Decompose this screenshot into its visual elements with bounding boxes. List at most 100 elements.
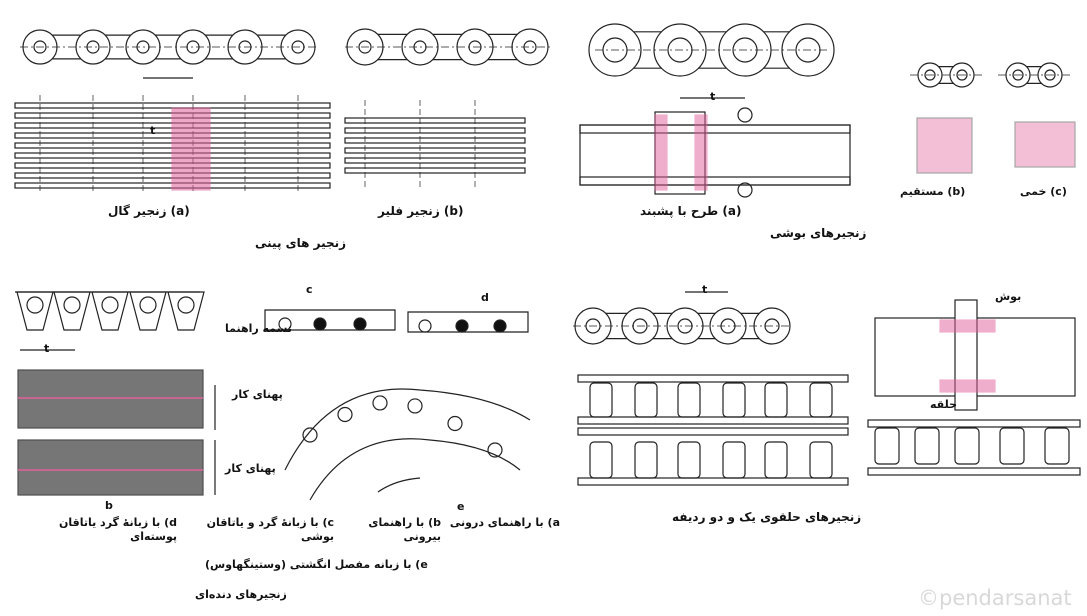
gall-chain-label: (a) زنجیر گال bbox=[108, 204, 190, 218]
side-plate bbox=[344, 147, 526, 154]
pin-circle bbox=[1012, 69, 1024, 81]
pitch-label: t bbox=[150, 124, 156, 137]
working-width-label: پهنای کار bbox=[232, 388, 283, 401]
inverted-tooth-detail-drawing bbox=[264, 309, 531, 501]
side-plate bbox=[579, 124, 851, 134]
straight-link-side bbox=[916, 117, 973, 174]
side-plate bbox=[579, 176, 851, 186]
straight-link-label: (b) مستقیم bbox=[900, 185, 966, 198]
working-width-label: پهنای کار bbox=[225, 462, 276, 475]
chain-width-block bbox=[17, 439, 204, 496]
roller bbox=[634, 441, 658, 479]
roller bbox=[999, 427, 1025, 465]
sprocket-pin bbox=[302, 427, 318, 443]
sprocket-pin bbox=[447, 415, 463, 432]
fleyer-chain-drawing bbox=[344, 28, 550, 190]
fleyer-chain-label: (b) زنجیر فلیر bbox=[378, 204, 464, 218]
bush-label: بوش bbox=[995, 290, 1022, 303]
pin-circle bbox=[1044, 69, 1056, 81]
pin-circle bbox=[139, 296, 157, 314]
sprocket-pin bbox=[487, 442, 503, 458]
rotation-arrow bbox=[377, 477, 421, 493]
tooth-plate bbox=[16, 291, 54, 331]
pin-head bbox=[737, 107, 753, 123]
bush-ring-chain-drawing bbox=[867, 299, 1081, 476]
roller bbox=[634, 382, 658, 418]
sprocket-arc bbox=[284, 388, 531, 471]
guide-strip-label: تسمه راهنما bbox=[225, 322, 292, 335]
side-plate bbox=[577, 416, 849, 425]
pin-circle bbox=[33, 40, 47, 54]
caption-e: e) با زبانه مفصل انگشتی (وستینگهاوس) bbox=[205, 558, 428, 571]
sprocket-pin bbox=[372, 395, 388, 411]
caption-a: a) با راهنمای درونی bbox=[449, 516, 560, 529]
pin-circle bbox=[358, 40, 372, 54]
tooth-plate bbox=[167, 291, 205, 331]
pin-circle bbox=[63, 296, 81, 314]
pin-circle bbox=[26, 296, 44, 314]
side-plate bbox=[577, 477, 849, 486]
tooth-strip bbox=[407, 311, 529, 333]
pitch-label: t bbox=[710, 90, 716, 103]
bush-pin bbox=[954, 299, 978, 411]
pitch-label: t bbox=[702, 283, 708, 296]
letter-e: e bbox=[457, 500, 465, 513]
tooth-plate bbox=[129, 291, 167, 331]
bushing-chains-title: زنجیرهای بوشی bbox=[770, 226, 867, 240]
roller bbox=[589, 382, 613, 418]
roller bbox=[954, 427, 980, 465]
roller bbox=[1044, 427, 1070, 465]
roller bbox=[809, 441, 833, 479]
offset-link-side bbox=[1014, 121, 1076, 168]
roller-chain-drawing bbox=[573, 291, 849, 486]
highlighted-bushing bbox=[654, 114, 668, 191]
pin-circle bbox=[177, 296, 195, 314]
side-plate bbox=[344, 127, 526, 134]
roller bbox=[764, 441, 788, 479]
chain-width-block bbox=[17, 369, 204, 429]
caption-c: c) با زبانهٔ گرد و یاتاقان بوشی bbox=[206, 516, 334, 543]
roller bbox=[914, 427, 940, 465]
pin-circle bbox=[455, 319, 469, 333]
watermark: ©pendarsanat bbox=[918, 586, 1072, 610]
tooth-plate bbox=[91, 291, 129, 331]
side-plate bbox=[577, 374, 849, 383]
pin-circle bbox=[493, 319, 507, 333]
highlighted-pin-section bbox=[171, 107, 211, 191]
pin-circle bbox=[956, 69, 968, 81]
bushing-chain-drawing bbox=[579, 23, 851, 198]
pin-circle bbox=[101, 296, 119, 314]
roller bbox=[589, 441, 613, 479]
roller bbox=[874, 427, 900, 465]
gall-chain-drawing bbox=[14, 29, 331, 192]
pin-head bbox=[737, 182, 753, 198]
silent-chain-drawing bbox=[15, 291, 216, 496]
offset-link-label: (c) خمی bbox=[1020, 185, 1067, 198]
side-plate bbox=[344, 137, 526, 144]
side-plate bbox=[577, 427, 849, 436]
letter-b: b bbox=[105, 499, 113, 512]
sprocket-pin bbox=[407, 398, 423, 414]
pin-chains-title: زنجیر های پینی bbox=[255, 236, 347, 250]
side-plate bbox=[344, 117, 526, 124]
roller-chains-title: زنجیرهای حلقوی یک و دو ردیفه bbox=[672, 510, 862, 524]
offset-link-drawing bbox=[910, 62, 1076, 174]
tooth-strip bbox=[264, 309, 396, 331]
caption-b: b) با راهنمای بیرونی bbox=[368, 516, 441, 543]
toothed-chains-title: زنجیرهای دنده‌ای bbox=[195, 588, 287, 601]
pin-circle bbox=[313, 317, 327, 331]
ring-label: حلقه bbox=[930, 398, 958, 411]
letter-c: c bbox=[306, 283, 313, 296]
roller bbox=[764, 382, 788, 418]
tooth-plate bbox=[53, 291, 91, 331]
highlighted-ring bbox=[939, 379, 996, 393]
letter-d: d bbox=[481, 291, 489, 304]
roller bbox=[809, 382, 833, 418]
sprocket-pin bbox=[337, 406, 353, 423]
roller bbox=[677, 441, 701, 479]
roller bbox=[677, 382, 701, 418]
roller bbox=[722, 382, 746, 418]
pin-circle bbox=[924, 69, 936, 81]
